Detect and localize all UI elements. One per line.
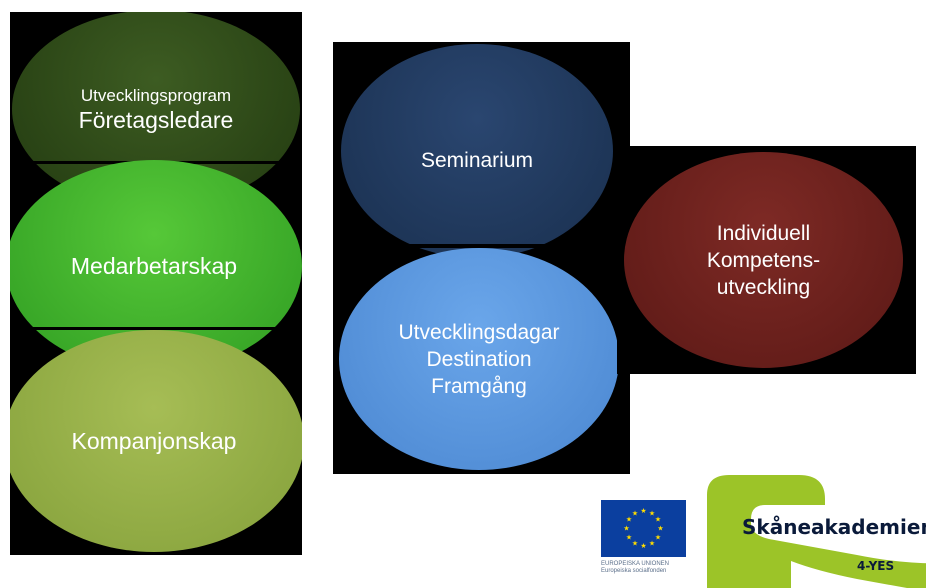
oval-utvecklingsdagar-line2: Destination (426, 347, 532, 371)
eu-caption: EUROPEISKA UNIONEN Europeiska socialfond… (601, 561, 689, 575)
oval-seminarium-label: Seminarium (420, 148, 534, 172)
eu-caption-line1: EUROPEISKA UNIONEN (601, 561, 670, 567)
oval-individuell: Individuell Kompetens- utveckling (624, 152, 903, 368)
oval-seminarium: Seminarium (341, 44, 613, 258)
skane-logo-text: Skåneakademien (742, 515, 926, 539)
svg-text:★: ★ (632, 540, 638, 548)
oval-individuell-line2: Kompetens- (706, 248, 821, 272)
svg-text:★: ★ (655, 534, 661, 542)
divider (333, 244, 630, 248)
oval-utvecklingsdagar-line1: Utvecklingsdagar (398, 320, 560, 344)
svg-text:★: ★ (640, 507, 646, 515)
svg-text:★: ★ (626, 516, 632, 524)
svg-text:★: ★ (649, 540, 655, 548)
oval-utvecklingsdagar: Utvecklingsdagar Destination Framgång (339, 248, 619, 470)
oval-foretagsledare-line1: Utvecklingsprogram (80, 85, 232, 105)
svg-text:★: ★ (640, 542, 646, 550)
svg-text:★: ★ (649, 510, 655, 518)
left-panel: Utvecklingsprogram Företagsledare Medarb… (10, 12, 302, 555)
svg-text:★: ★ (623, 525, 629, 533)
svg-text:★: ★ (655, 516, 661, 524)
skane-logo-subtitle: 4-YES (857, 559, 895, 573)
oval-individuell-line3: utveckling (716, 275, 811, 299)
oval-foretagsledare-line2: Företagsledare (78, 106, 234, 133)
svg-text:★: ★ (626, 534, 632, 542)
skane-s-logo-icon (707, 475, 926, 588)
oval-medarbetarskap-label: Medarbetarskap (70, 252, 238, 279)
oval-individuell-line1: Individuell (716, 221, 811, 245)
divider (10, 327, 302, 330)
eu-caption-line2: Europeiska socialfonden (601, 568, 667, 574)
svg-text:★: ★ (632, 510, 638, 518)
eu-stars-icon: ★ ★ ★ ★ ★ ★ ★ ★ ★ ★ ★ ★ (623, 507, 663, 550)
eu-flag-logo: ★ ★ ★ ★ ★ ★ ★ ★ ★ ★ ★ ★ (601, 500, 686, 557)
oval-kompanjonskap: Kompanjonskap (10, 330, 302, 552)
oval-utvecklingsdagar-line3: Framgång (431, 374, 527, 398)
right-panel: Individuell Kompetens- utveckling (617, 146, 916, 374)
middle-panel: Seminarium Utvecklingsdagar Destination … (333, 42, 630, 474)
svg-text:★: ★ (657, 525, 663, 533)
oval-kompanjonskap-label: Kompanjonskap (71, 427, 237, 454)
